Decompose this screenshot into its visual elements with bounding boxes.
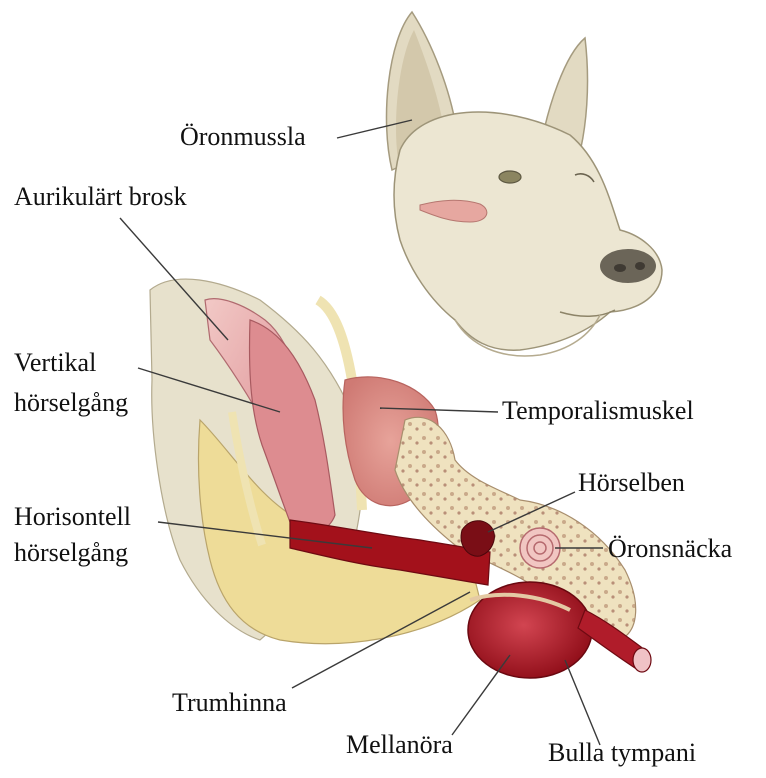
label-mellanora: Mellanöra	[346, 730, 453, 760]
label-bulla-tympani: Bulla tympani	[548, 738, 696, 768]
ear-cross-section	[150, 279, 651, 678]
leader-mellanora	[452, 655, 510, 735]
label-temporalismuskel: Temporalismuskel	[502, 396, 694, 426]
dog-head	[386, 12, 662, 356]
label-horisontell-line1: Horisontell	[14, 502, 131, 532]
label-horselben: Hörselben	[578, 468, 685, 498]
dog-eye	[499, 171, 521, 183]
leader-bulla	[565, 660, 600, 745]
label-aurikulart-brosk: Aurikulärt brosk	[14, 182, 187, 212]
dog-skull	[394, 112, 662, 350]
label-oronsnacka: Öronsnäcka	[608, 534, 732, 564]
dog-nose	[600, 249, 656, 283]
label-oronmussla: Öronmussla	[180, 122, 306, 152]
label-trumhinna: Trumhinna	[172, 688, 287, 718]
label-horisontell-line2: hörselgång	[14, 538, 128, 568]
label-vertikal-line1: Vertikal	[14, 348, 96, 378]
label-vertikal-line2: hörselgång	[14, 388, 128, 418]
cochlea	[520, 528, 560, 568]
